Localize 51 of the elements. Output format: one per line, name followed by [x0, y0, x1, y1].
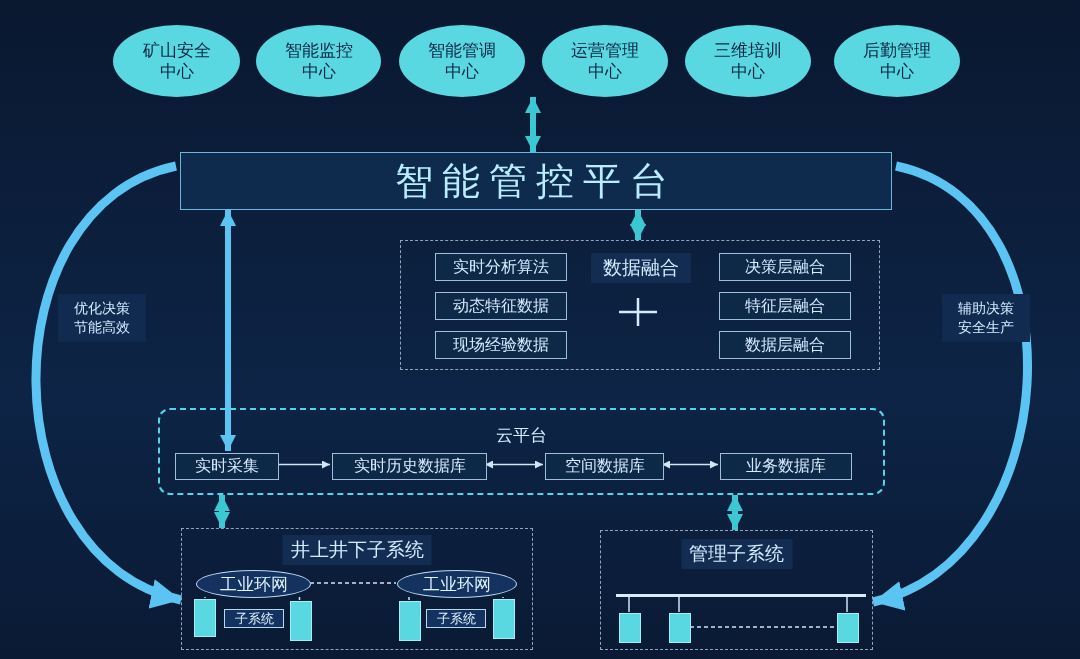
center-ellipse: 智能管调中心 — [399, 25, 525, 97]
double-arrow — [214, 495, 230, 528]
ring-network-ellipse: 工业环网 — [397, 570, 517, 598]
data-box: 动态特征数据 — [435, 292, 567, 320]
center-ellipse: 后勤管理中心 — [834, 25, 960, 97]
side-note: 辅助决策安全生产 — [942, 294, 1030, 342]
data-box: 数据层融合 — [719, 331, 851, 359]
center-ellipse: 运营管理中心 — [542, 25, 668, 97]
device-block — [669, 613, 691, 643]
dashed-line — [309, 582, 397, 584]
double-arrow — [727, 495, 743, 530]
data-box: 实时分析算法 — [435, 253, 567, 281]
group-heading: 井上井下子系统 — [282, 535, 432, 565]
connector-line — [678, 595, 680, 613]
group-heading: 管理子系统 — [681, 539, 792, 569]
connector-line — [628, 595, 630, 613]
subsystem-box: 子系统 — [224, 609, 284, 628]
dashed-frame — [400, 240, 880, 370]
dashed-frame — [158, 408, 885, 495]
dashed-line — [689, 626, 837, 628]
group-heading: 数据融合 — [591, 253, 691, 283]
subsystem-box: 子系统 — [426, 609, 486, 628]
connector-line — [298, 596, 301, 601]
double-arrow — [525, 97, 541, 152]
device-block — [399, 601, 421, 641]
device-block — [619, 613, 641, 643]
center-ellipse: 智能监控中心 — [256, 25, 381, 97]
group-heading: 云平台 — [495, 424, 548, 447]
device-block — [290, 601, 312, 641]
side-note: 优化决策节能高效 — [58, 294, 146, 342]
center-ellipse: 三维培训中心 — [685, 25, 811, 97]
ring-network-ellipse: 工业环网 — [196, 570, 311, 598]
data-box: 空间数据库 — [545, 453, 664, 480]
center-ellipse: 矿山安全中心 — [113, 25, 240, 97]
double-arrow — [220, 210, 236, 451]
device-block — [493, 599, 515, 639]
connector-line — [846, 595, 848, 613]
platform-bar: 智能管控平台 — [180, 152, 892, 210]
device-block — [837, 613, 859, 643]
data-box: 现场经验数据 — [435, 331, 567, 359]
data-box: 决策层融合 — [719, 253, 851, 281]
dashed-frame — [600, 530, 873, 650]
dashed-frame — [181, 528, 533, 650]
data-box: 实时历史数据库 — [332, 453, 487, 480]
bus-line — [616, 594, 866, 597]
double-arrow — [630, 210, 646, 240]
connector-line — [408, 596, 410, 601]
data-box: 业务数据库 — [720, 453, 852, 480]
data-box: 特征层融合 — [719, 292, 851, 320]
device-block — [194, 599, 216, 637]
data-box: 实时采集 — [175, 453, 279, 480]
